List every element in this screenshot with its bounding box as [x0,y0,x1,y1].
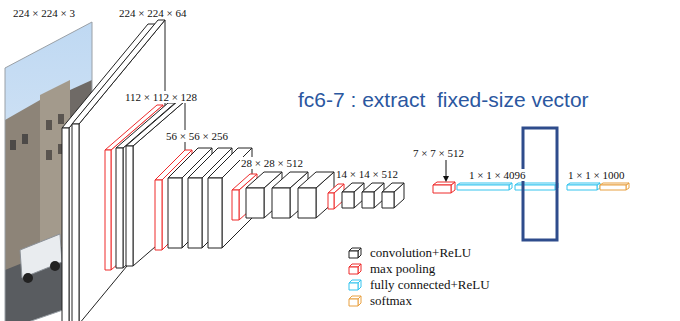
swatch-cube [349,264,361,274]
front-face [362,192,374,208]
dimension-label: 1 × 1 × 1000 [567,169,625,182]
layer-block [433,182,455,193]
front-face [208,178,222,248]
top-face [72,20,165,124]
highlight-frame [523,128,557,240]
swatch-cube [349,248,361,258]
side-face [133,101,185,266]
layer-block [382,183,404,208]
front-face [567,185,597,190]
front-face [272,188,290,218]
layer-block [126,101,185,266]
layer-block [342,183,364,208]
dimension-label: 14 × 14 × 512 [335,168,399,181]
front-face [232,190,239,220]
legend-swatch [348,247,362,259]
legend-row: convolution+ReLU [348,246,471,260]
front-face [246,188,264,218]
legend-text: fully connected+ReLU [370,278,490,292]
layer-block [567,183,600,190]
swatch-cube [349,296,361,306]
front-face [116,148,123,268]
legend-text: softmax [370,294,412,308]
pointer-line [446,160,447,177]
layer-block [298,172,334,218]
layer-block [600,183,629,190]
dimension-label: 112 × 112 × 128 [124,91,198,104]
layer-block [515,183,558,190]
front-face [349,267,358,274]
dimension-label: 28 × 28 × 512 [240,157,304,170]
front-face [433,185,451,193]
front-face [105,150,111,270]
dimension-label: 224 × 224 × 3 [12,7,76,20]
front-face [72,124,79,321]
top-face [362,183,384,192]
front-face [328,193,334,209]
annotation-text: fc6-7 : extract fixed-size vector [298,87,589,112]
dimension-label: 7 × 7 × 512 [412,147,465,160]
layer-block [457,183,512,190]
dimension-label: 56 × 56 × 256 [165,130,229,143]
top-face [382,183,404,192]
front-face [168,178,182,248]
top-face [342,183,364,192]
front-face [298,188,316,218]
top-face [328,184,344,193]
front-face [188,178,202,248]
legend-text: convolution+ReLU [370,246,471,260]
legend-swatch [348,295,362,307]
legend-row: fully connected+ReLU [348,278,490,292]
front-face [382,192,394,208]
legend-swatch [348,263,362,275]
front-face [457,185,509,190]
front-face [600,185,626,190]
swatch-cube [349,280,361,290]
pointer-head [443,176,449,182]
front-face [349,251,358,258]
top-face [298,172,334,188]
front-face [155,180,162,250]
legend-swatch [348,279,362,291]
front-face [349,283,358,290]
legend-row: max pooling [348,262,435,276]
front-face [342,192,354,208]
front-face [349,299,358,306]
legend-text: max pooling [370,262,435,276]
front-face [515,185,555,190]
front-face [62,128,69,321]
dimension-label: 1 × 1 × 4096 [468,169,526,182]
front-face [126,146,133,266]
legend-row: softmax [348,294,412,308]
dimension-label: 224 × 224 × 64 [118,7,187,20]
layer-block [362,183,384,208]
